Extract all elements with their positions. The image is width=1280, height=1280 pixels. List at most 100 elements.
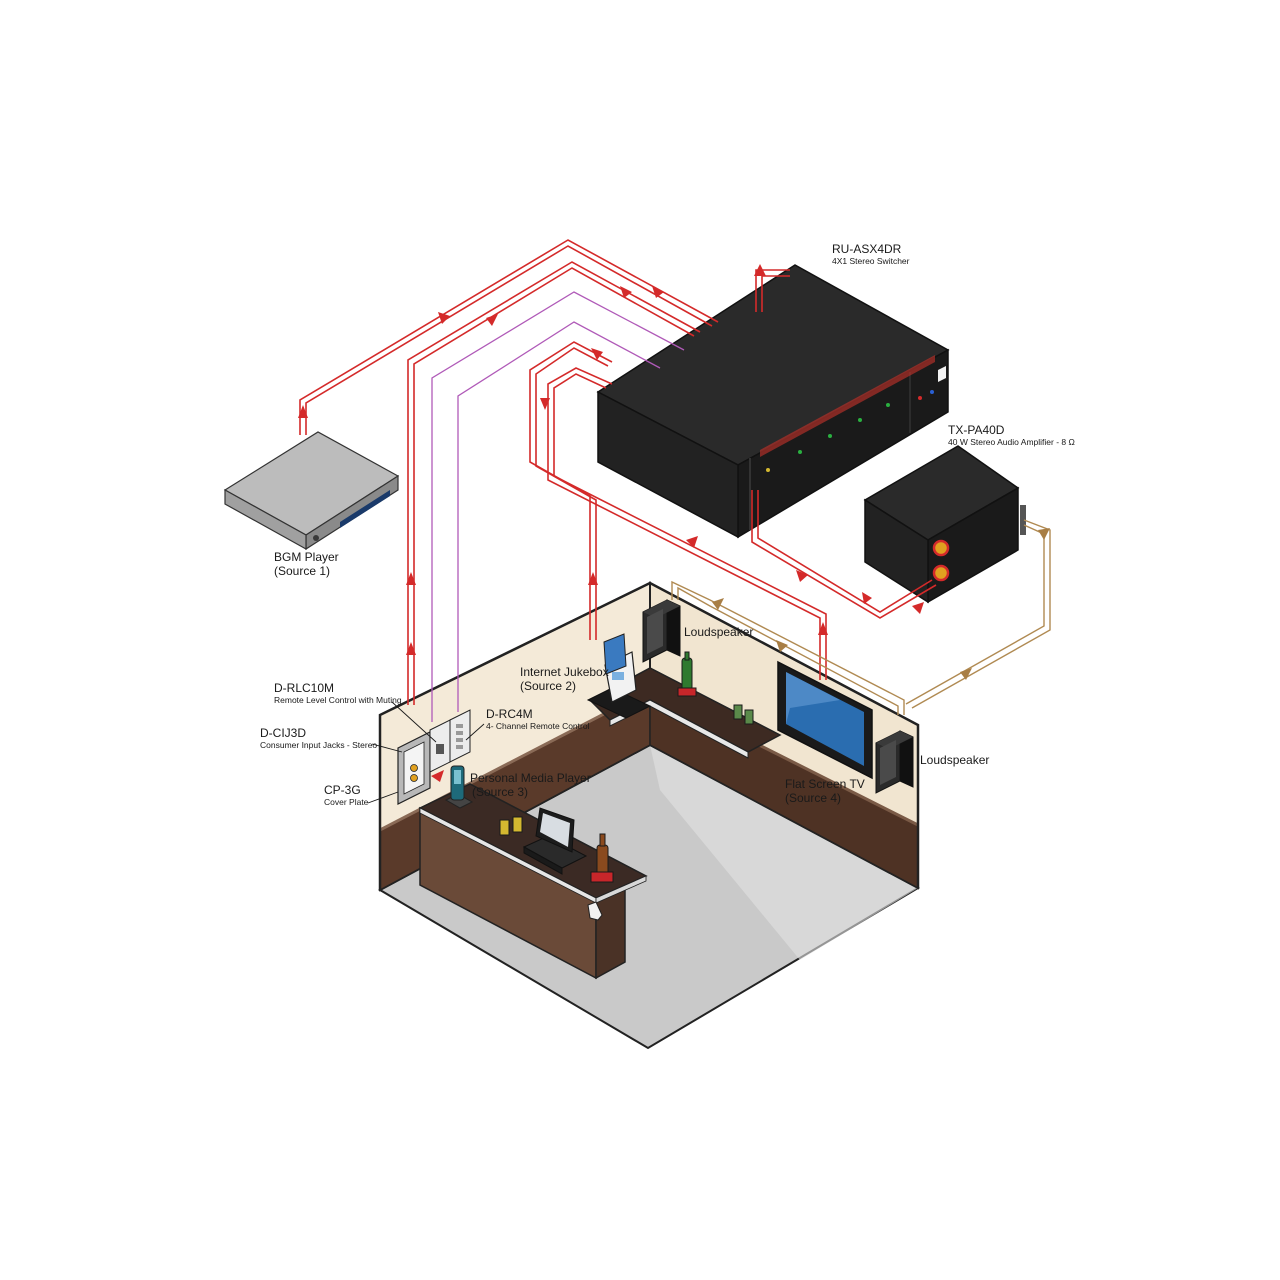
bgm-player: [223, 431, 400, 551]
media-player-screen: [454, 770, 461, 784]
led-2: [798, 450, 802, 454]
amp-jack-2: [932, 564, 950, 582]
arrow-2: [406, 572, 416, 585]
rlc-desc: Remote Level Control with Muting: [274, 694, 402, 705]
led-1: [766, 468, 770, 472]
cij-label: D-CIJ3D Consumer Input Jacks - Stereo: [260, 726, 378, 751]
jukebox-screen: [603, 633, 627, 675]
amplifier-desc: 40 W Stereo Audio Amplifier - 8 Ω: [948, 436, 1075, 447]
led-5: [886, 403, 890, 407]
cable-plate-a: [407, 261, 701, 705]
arrow-12: [591, 348, 603, 360]
amp-terminal: [1020, 505, 1026, 535]
switcher-ru-asx4dr: [596, 264, 950, 539]
arrow-7: [486, 314, 498, 326]
arrow-10: [754, 264, 766, 276]
wall-plates: [397, 709, 471, 805]
leader-lines: [367, 701, 485, 804]
bgm-line2: (Source 1): [274, 563, 331, 578]
cable-bgm-b: [305, 245, 713, 435]
cable-switcher-out-a: [755, 269, 790, 312]
media-player-line1: Personal Media Player: [470, 771, 591, 785]
bgm-line1: BGM Player: [274, 550, 339, 564]
back-bar: [588, 667, 782, 759]
arrow-17: [431, 770, 444, 782]
back-shelf-edge: [609, 699, 749, 759]
jack-2: [410, 774, 418, 782]
speaker-arrow-1: [712, 598, 724, 610]
leader-cp: [367, 791, 399, 804]
cp-desc: Cover Plate: [324, 796, 369, 807]
speaker-left-top: [643, 600, 680, 618]
rc4m-button-2: [456, 731, 463, 735]
pos-terminal: [522, 807, 588, 875]
control-cable-1: [431, 291, 685, 722]
yellow-cup-1: [499, 819, 510, 836]
rc4m-desc: 4- Channel Remote Control: [486, 720, 590, 731]
tv-label: Flat Screen TV (Source 4): [785, 777, 865, 806]
green-cup-2: [744, 709, 754, 725]
speaker-arrow-3: [960, 668, 972, 680]
jukebox-shelf: [586, 687, 652, 719]
front-bar-rail-end: [595, 875, 647, 904]
jukebox-line1: Internet Jukebox: [520, 665, 609, 679]
arrow-3: [406, 642, 416, 655]
arrow-1: [298, 405, 308, 418]
bgm-display: [340, 490, 390, 528]
cable-tv-b: [553, 373, 827, 680]
bottle-coaster: [677, 687, 697, 697]
bgm-knob: [313, 535, 319, 541]
arrow-15: [862, 592, 872, 604]
arrow-6: [438, 312, 450, 324]
jack-1: [410, 764, 418, 772]
switcher-logo: [938, 366, 946, 382]
cp-model: CP-3G: [324, 783, 361, 797]
speaker-arrow-4: [1038, 528, 1050, 540]
speaker-cable-right-a: [911, 519, 1051, 709]
loudspeaker-left: [642, 599, 681, 663]
speaker-left-label: Loudspeaker: [684, 625, 754, 639]
rc4m-button-1: [456, 724, 463, 728]
cp-label: CP-3G Cover Plate: [324, 783, 369, 808]
arrow-16: [912, 602, 924, 614]
green-bottle-neck: [684, 651, 690, 661]
control-cables: [431, 291, 685, 722]
led-7: [930, 390, 934, 394]
brown-bottle: [596, 844, 609, 876]
tv-line1: Flat Screen TV: [785, 777, 865, 791]
media-player-label: Personal Media Player (Source 3): [470, 771, 591, 800]
arrow-9: [652, 286, 664, 298]
arrow-8: [620, 286, 632, 298]
rlc-label: D-RLC10M Remote Level Control with Mutin…: [274, 681, 402, 706]
loudspeaker-right: [875, 730, 914, 794]
arrow-4: [588, 572, 598, 585]
cij-model: D-CIJ3D: [260, 726, 307, 740]
switcher-label-strip: [760, 355, 935, 457]
yellow-cup-2: [512, 816, 523, 833]
switcher-side: [597, 390, 739, 539]
brown-bottle-neck: [599, 833, 606, 847]
jukebox-line2: (Source 2): [520, 678, 577, 693]
control-cable-2: [457, 321, 661, 712]
arrow-11: [540, 398, 550, 410]
amplifier-label: TX-PA40D 40 W Stereo Audio Amplifier - 8…: [948, 423, 1075, 448]
arrow-14: [796, 570, 808, 582]
amp-jack-1: [932, 539, 950, 557]
speaker-cables: [671, 519, 1051, 715]
cable-tv-a: [547, 367, 821, 680]
arrow-13: [686, 536, 698, 548]
brown-bottle-coaster: [590, 871, 614, 883]
led-4: [858, 418, 862, 422]
jukebox-light: [612, 672, 624, 680]
cable-amp-b: [757, 490, 933, 613]
cij-desc: Consumer Input Jacks - Stereo: [260, 739, 378, 750]
rc4m-model: D-RC4M: [486, 707, 533, 721]
led-6: [918, 396, 922, 400]
cable-amp-a: [751, 490, 937, 619]
pos-screen-glass: [540, 813, 570, 847]
bar-items: [499, 651, 754, 883]
bgm-label: BGM Player (Source 1): [274, 550, 339, 579]
bgm-side: [224, 488, 307, 551]
